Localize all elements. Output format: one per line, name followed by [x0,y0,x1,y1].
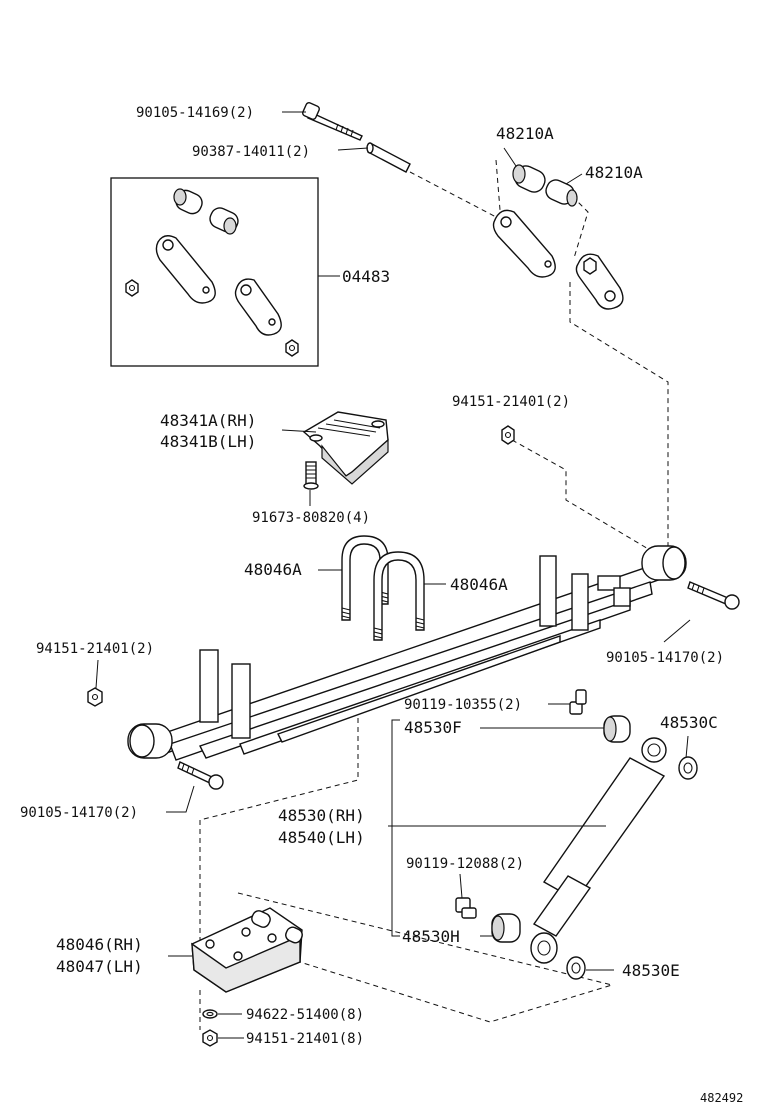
bolt-91673-80820[interactable] [303,461,319,490]
label-bushing-48210A-top[interactable]: 48210A [496,124,554,143]
label-bolt-91673-80820[interactable]: 91673-80820(4) [252,510,370,526]
cushion-48530H[interactable] [491,913,521,943]
kit-bushing-2[interactable] [207,205,241,235]
label-cushion-48530H[interactable]: 48530H [402,927,460,946]
label-bracket-48341B[interactable]: 48341B(LH) [160,432,256,451]
label-pin-90387-14011[interactable]: 90387-14011(2) [192,144,310,160]
label-washer-48530C[interactable]: 48530C [660,713,718,732]
washer-48530C[interactable] [678,756,698,780]
assembly-guide-lines [199,159,669,1030]
nut-94151-left[interactable] [87,687,103,707]
u-bolt-48046A-right[interactable] [373,551,425,641]
spring-clip-front[interactable] [199,649,251,739]
label-nut-94151-top[interactable]: 94151-21401(2) [452,394,570,410]
shackle-bushing-48210A-right[interactable] [543,177,578,207]
diagram-id: 482492 [700,1091,743,1105]
label-kit-04483[interactable]: 04483 [342,267,390,286]
washer-48530E[interactable] [566,956,586,980]
cushion-48530F[interactable] [603,715,631,743]
bolt-90105-14169[interactable] [302,102,363,141]
spring-eye-rear[interactable] [641,545,687,581]
label-absorber-48540[interactable]: 48540(LH) [278,828,365,847]
nut-94151-top[interactable] [501,425,515,445]
spring-clip-rear[interactable] [539,555,631,631]
shackle-plate-left[interactable] [492,209,556,278]
spring-seat-48046[interactable] [191,907,304,993]
label-washer-48530E[interactable]: 48530E [622,961,680,980]
label-bushing-48210A-right[interactable]: 48210A [585,163,643,182]
kit-bushing-1[interactable] [173,187,205,216]
label-bolt-90105-14170-right[interactable]: 90105-14170(2) [606,650,724,666]
leader-lines [95,111,691,1039]
kit-shackle-plate-2[interactable] [234,278,282,336]
bolt-90105-14170-right[interactable] [687,581,740,610]
kit-04483-box[interactable] [110,177,319,367]
label-bolt-90105-14170-left[interactable]: 90105-14170(2) [20,805,138,821]
pin-90387-14011[interactable] [366,142,411,173]
spring-eye-front[interactable] [127,723,173,759]
label-bolt-90105-14169[interactable]: 90105-14169(2) [136,105,254,121]
nut-94151-bottom[interactable] [202,1029,218,1047]
label-ubolt-48046A-left[interactable]: 48046A [244,560,302,579]
kit-nut-2[interactable] [285,339,299,357]
label-bracket-48341A[interactable]: 48341A(RH) [160,411,256,430]
label-seat-48046[interactable]: 48046(RH) [56,935,143,954]
kit-nut-1[interactable] [125,279,139,297]
label-cushion-48530F[interactable]: 48530F [404,718,462,737]
washer-94622[interactable] [202,1009,218,1019]
label-bolt-90119-12088[interactable]: 90119-12088(2) [406,856,524,872]
shock-absorber-48530[interactable] [530,737,667,964]
label-nut-94151-bottom[interactable]: 94151-21401(8) [246,1031,364,1047]
label-seat-48047[interactable]: 48047(LH) [56,957,143,976]
label-absorber-48530[interactable]: 48530(RH) [278,806,365,825]
bolt-90119-10355[interactable] [569,689,587,715]
label-ubolt-48046A-right[interactable]: 48046A [450,575,508,594]
part-number-labels: 90105-14169(2) 90387-14011(2) 48210A 482… [20,105,743,1105]
shackle-plate-right[interactable] [575,253,624,310]
kit-shackle-plate-1[interactable] [155,235,216,304]
label-nut-94151-left[interactable]: 94151-21401(2) [36,641,154,657]
leaf-spring-assembly[interactable] [127,545,687,761]
bolt-90105-14170-left[interactable] [177,761,224,790]
bolt-90119-12088[interactable] [455,897,477,919]
spring-bumper-bracket-48341[interactable] [302,411,389,485]
label-washer-94622[interactable]: 94622-51400(8) [246,1007,364,1023]
shackle-bushing-48210A-top[interactable] [512,163,548,196]
label-bolt-90119-10355[interactable]: 90119-10355(2) [404,697,522,713]
